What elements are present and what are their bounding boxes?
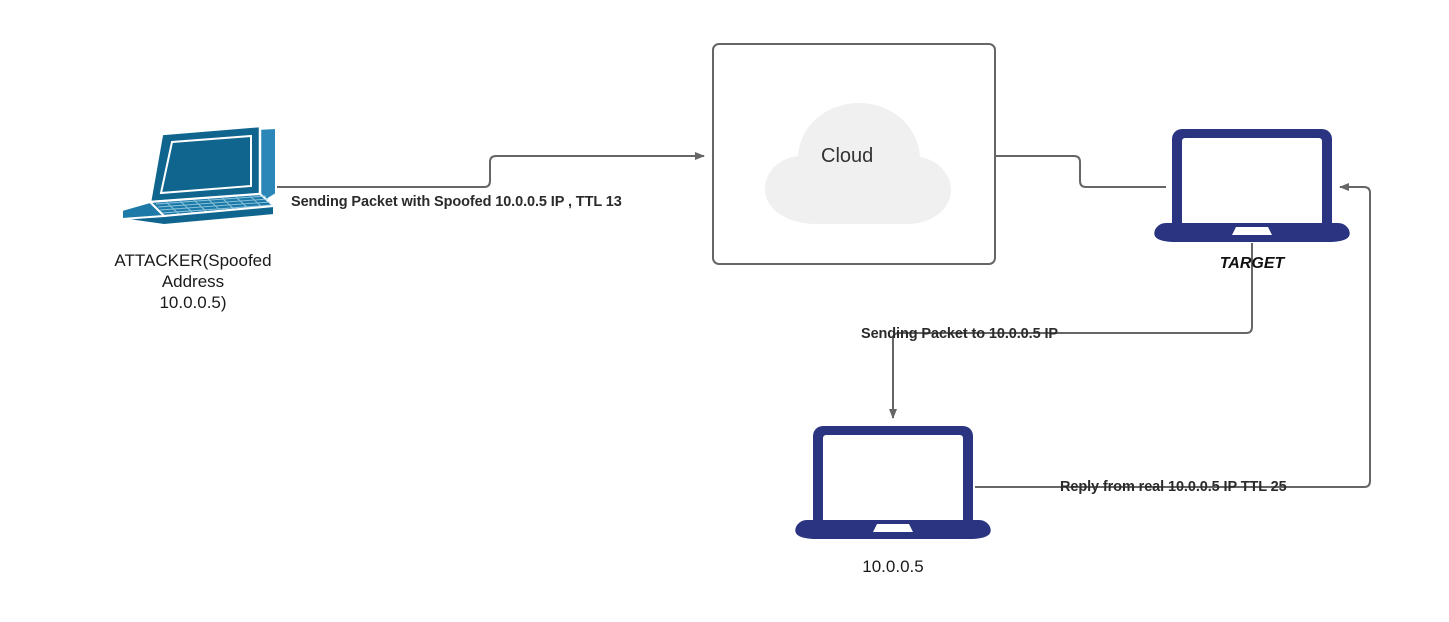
laptop-isometric-icon: [121, 124, 277, 227]
laptop-icon: [1154, 129, 1350, 242]
target-node[interactable]: [1152, 127, 1352, 247]
attacker-node[interactable]: [108, 122, 278, 227]
cloud-label: Cloud: [821, 145, 874, 167]
attacker-label: ATTACKER(Spoofed Address 10.0.0.5): [114, 251, 272, 312]
target-label: TARGET: [1219, 255, 1285, 272]
edge-label-target-to-victim: Sending Packet to 10.0.0.5 IP: [861, 326, 1058, 342]
cloud-node[interactable]: Cloud: [712, 43, 996, 265]
victim-label: 10.0.0.5: [862, 557, 924, 576]
victim-node[interactable]: [793, 424, 993, 544]
laptop-icon: [795, 426, 991, 539]
edge-label-attacker-to-cloud: Sending Packet with Spoofed 10.0.0.5 IP …: [291, 194, 622, 210]
edge-attacker-to-cloud: [265, 152, 705, 188]
edge-label-victim-to-target: Reply from real 10.0.0.5 IP TTL 25: [1060, 479, 1287, 495]
cloud-icon: [765, 103, 951, 224]
edge-cloud-to-target: [996, 155, 1166, 188]
